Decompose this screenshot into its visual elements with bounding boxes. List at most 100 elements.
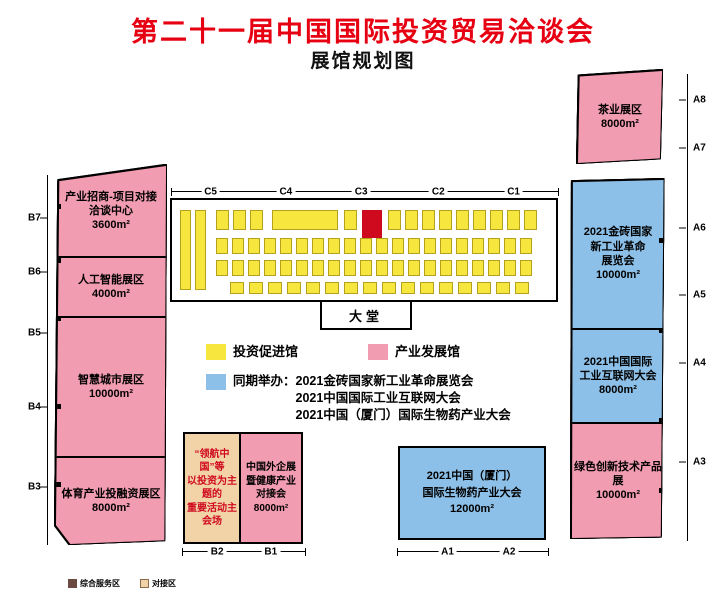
booth — [344, 210, 357, 230]
building-cell: “领航中国”等以投资为主题的重要活动主会场 — [185, 434, 239, 542]
ruler-label: C3 — [351, 186, 371, 198]
axis-label: A8 — [693, 94, 706, 106]
booth — [524, 210, 537, 230]
booth — [250, 210, 263, 230]
booth — [488, 238, 500, 254]
pink-swatch — [368, 344, 388, 360]
booth — [439, 210, 452, 230]
lobby: 大堂 — [320, 300, 412, 330]
booth — [456, 210, 469, 230]
booth — [216, 238, 228, 254]
matching-area-swatch — [140, 579, 149, 588]
ruler-label: C5 — [201, 186, 220, 198]
booth — [216, 260, 228, 276]
booth — [306, 282, 320, 294]
axis-tick — [679, 461, 686, 463]
section-label: 体育产业投融资展区 — [61, 487, 161, 500]
a-axis-line — [687, 74, 688, 541]
booth — [249, 282, 263, 294]
booth — [401, 282, 415, 294]
section-label: 洽谈中心 — [89, 204, 133, 217]
booth — [248, 238, 260, 254]
b-axis-line — [47, 175, 48, 545]
section-label: 展览会 — [601, 255, 635, 267]
booth — [504, 238, 516, 254]
booth — [264, 238, 276, 254]
axis-label: B3 — [28, 481, 41, 493]
booth — [312, 238, 324, 254]
ruler-label: B1 — [261, 546, 281, 558]
booth — [477, 282, 491, 294]
blue-swatch — [206, 374, 226, 390]
booth — [248, 260, 260, 276]
section-label: 茶业展区 — [598, 103, 642, 116]
edge-mark — [56, 404, 61, 409]
service-area-swatch — [68, 579, 77, 588]
legend-line: 2021中国国际工业互联网大会 — [295, 391, 461, 405]
edge-mark — [56, 204, 61, 209]
booth — [496, 282, 510, 294]
booth — [440, 260, 452, 276]
axis-label: A6 — [693, 222, 706, 234]
legend-line: 同期举办：2021金砖国家新工业革命展览会 — [233, 373, 511, 390]
booth — [490, 210, 503, 230]
booth — [360, 260, 372, 276]
booth — [424, 260, 436, 276]
legend-prefix: 同期举办： — [233, 374, 296, 388]
section-label: 3600m² — [92, 219, 130, 232]
legend-line: 2021中国（厦门）国际生物药产业大会 — [295, 408, 511, 422]
booth — [328, 260, 340, 276]
building-section: 2021金砖国家新工业革命展览会 10000m² — [572, 180, 664, 328]
axis-label: B6 — [28, 266, 41, 278]
axis-label: B4 — [28, 401, 41, 413]
booth-field — [172, 200, 556, 300]
booth — [420, 282, 434, 294]
booth — [504, 260, 516, 276]
edge-mark — [659, 238, 664, 243]
booth — [344, 238, 356, 254]
legend-line-text: 2021金砖国家新工业革命展览会 — [295, 374, 474, 388]
axis-tick — [40, 406, 47, 408]
booth — [488, 260, 500, 276]
footer-legend-service-area: 综合服务区 — [68, 578, 120, 589]
booth — [230, 282, 244, 294]
booth — [456, 260, 468, 276]
edge-mark — [56, 482, 61, 487]
booth — [280, 260, 292, 276]
section-label: 2021金砖国家 — [583, 226, 653, 239]
ruler-label: A1 — [438, 546, 457, 558]
booth — [422, 210, 435, 230]
booth — [405, 210, 418, 230]
main-hall — [170, 198, 558, 302]
footer-legend-label: 对接区 — [152, 579, 176, 588]
edge-mark — [56, 258, 61, 263]
section-label: 新工业革命 — [590, 240, 646, 253]
section-label: 2021中国国际 — [583, 355, 653, 368]
axis-tick — [679, 99, 686, 101]
section-label: 10000m² — [595, 269, 641, 282]
section-label: 8000m² — [599, 384, 637, 397]
booth — [472, 238, 484, 254]
booth — [440, 238, 452, 254]
axis-tick — [40, 271, 47, 273]
section-label: 10000m² — [88, 388, 134, 400]
booth — [408, 238, 420, 254]
booth — [312, 260, 324, 276]
axis-label: B5 — [28, 327, 41, 339]
axis-tick — [679, 294, 686, 296]
booth — [280, 238, 292, 254]
section-label: 人工智能展区 — [78, 273, 144, 286]
section-label: 智慧城市展区 — [78, 373, 144, 386]
